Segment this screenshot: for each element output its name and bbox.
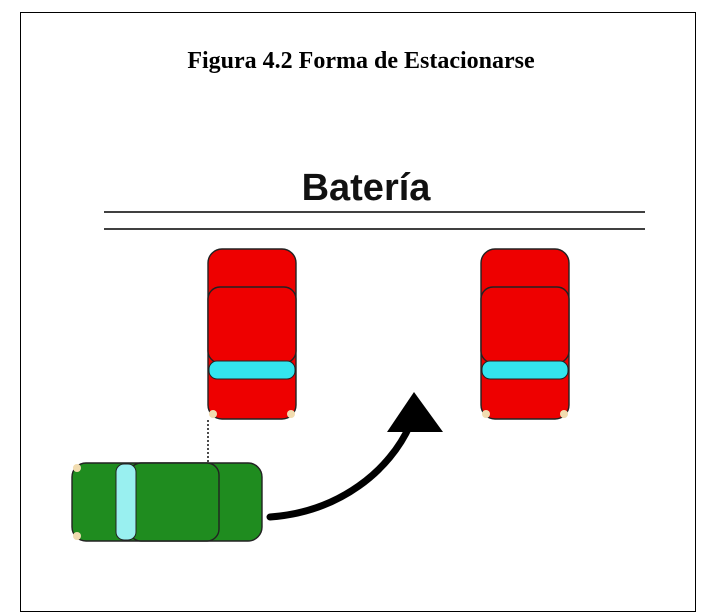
headlight-left-2 [287,410,295,418]
moving-car-light-1 [73,464,81,472]
parked-car-left [207,248,297,420]
moving-car [71,462,263,542]
parked-car-right [480,248,570,420]
headlight-right-1 [482,410,490,418]
figure-caption: Figura 4.2 Forma de Estacionarse [187,48,535,74]
moving-car-light-2 [73,532,81,540]
diagram-heading: Batería [302,167,432,209]
arrow-curved-up-icon [266,392,443,521]
headlight-left-1 [209,410,217,418]
headlight-right-2 [560,410,568,418]
